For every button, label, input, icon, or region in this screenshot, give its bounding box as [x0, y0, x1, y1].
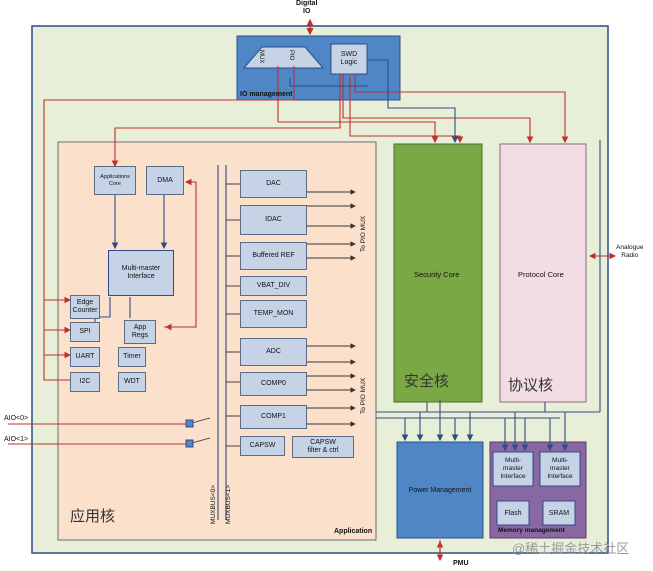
- comp1-block: COMP1: [240, 405, 307, 429]
- muxbus1-label: MUXBUS<1>: [225, 484, 232, 524]
- buffered-ref-block: Buffered REF: [240, 242, 307, 270]
- aio1-label: AIO<1>: [4, 436, 29, 443]
- flash-text: Flash: [504, 509, 522, 517]
- swd-logic-block: [330, 43, 368, 75]
- security-core-cn-label: 安全核: [404, 373, 450, 390]
- pmu-label: PMU: [453, 560, 469, 567]
- power-management-text: Power Management: [408, 486, 472, 494]
- mux-trapezoid: [242, 46, 325, 69]
- idac-block: IDAC: [240, 205, 307, 235]
- spi-block: SPI: [70, 322, 100, 342]
- comp0-block: COMP0: [240, 372, 307, 396]
- memory-management-label: Memory management: [498, 527, 565, 534]
- io-management-label: IO management: [240, 91, 293, 98]
- app-regs-block: App Regs: [124, 320, 156, 344]
- pio-label: PIO: [288, 50, 294, 61]
- security-core-block: [393, 143, 483, 403]
- application-block: [57, 141, 377, 541]
- digital-io-label: Digital IO: [296, 0, 318, 15]
- adc-block: ADC: [240, 338, 307, 366]
- dma-block: DMA: [146, 166, 184, 195]
- watermark-text: @稀土掘金技术社区: [512, 541, 630, 556]
- capsw-block: CAPSW: [240, 436, 285, 456]
- multi-master-interface-block: Multi-master Interface: [108, 250, 174, 296]
- mm-interface-text-1: Multi- master Interface: [500, 457, 526, 480]
- application-label: Application: [334, 528, 373, 535]
- swd-logic-text: SWD Logic: [340, 51, 358, 66]
- edge-counter-block: Edge Counter: [70, 295, 100, 319]
- timer-block: Timer: [118, 347, 146, 367]
- dac-block: DAC: [240, 170, 307, 198]
- mux-label: MUX: [258, 50, 264, 64]
- analogue-radio-label: Analogue Radio: [616, 244, 644, 259]
- protocol-core-label: Protocol Core: [518, 270, 564, 279]
- uart-block: UART: [70, 347, 100, 367]
- i2c-block: I2C: [70, 372, 100, 392]
- sram-text: SRAM: [548, 509, 570, 517]
- mm-interface-text-2: Multi- master Interface: [547, 457, 573, 480]
- wdt-block: WDT: [118, 372, 146, 392]
- muxbus0-label: MUXBUS<0>: [210, 484, 217, 524]
- applications-core-block: Applications Core: [94, 166, 136, 195]
- vbat-div-block: VBAT_DIV: [240, 276, 307, 296]
- power-management-block: [396, 441, 484, 539]
- capsw-filter-block: CAPSW filter & ctrl: [292, 436, 354, 458]
- aio0-label: AIO<0>: [4, 415, 29, 422]
- temp-mon-block: TEMP_MON: [240, 300, 307, 328]
- protocol-core-cn-label: 协议核: [508, 377, 554, 394]
- protocol-core-block: [499, 143, 587, 403]
- security-core-label: Security Core: [414, 270, 460, 279]
- to-pio-mux-label-2: To PIO MUX: [360, 377, 367, 414]
- to-pio-mux-label-1: To PIO MUX: [360, 215, 367, 252]
- application-cn-label: 应用核: [70, 508, 116, 525]
